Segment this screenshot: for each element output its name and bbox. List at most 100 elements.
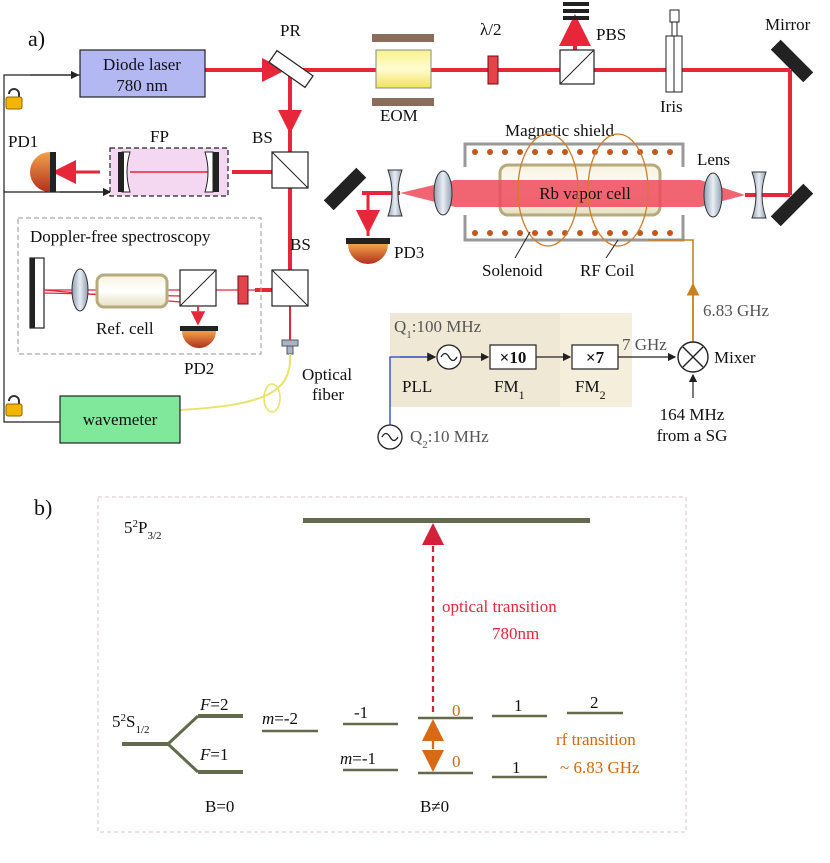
ghz7-label: 7 GHz <box>622 335 667 354</box>
solenoid-pointer <box>514 231 531 259</box>
rf-coil-pointer <box>605 239 619 259</box>
bs2-diagonal <box>271 269 309 307</box>
sg-freq-label: 164 MHz <box>660 405 725 424</box>
bs1-diagonal <box>271 151 309 189</box>
f2-label: F=2 <box>199 695 228 714</box>
doppler-pbs-diagonal <box>179 269 217 307</box>
rf-coil-right <box>587 133 649 247</box>
b-zero-label: B=0 <box>205 797 234 816</box>
rf-freq-label: ~ 6.83 GHz <box>560 758 640 777</box>
optical-fiber <box>179 353 292 411</box>
lens-right-concave <box>751 171 767 219</box>
half-wave-plate <box>487 55 499 85</box>
diode-laser-label: Diode laser <box>103 55 181 74</box>
fp-mirror-right <box>204 151 219 193</box>
pll-label: PLL <box>402 377 432 396</box>
lock-icon <box>5 395 23 417</box>
doppler-lens <box>71 268 89 312</box>
rf-feed-line <box>648 239 694 342</box>
mixer-label: Mixer <box>714 348 756 367</box>
lens-right-convex <box>703 172 723 218</box>
iris-label: Iris <box>660 97 683 116</box>
bs2-label: BS <box>290 235 311 254</box>
upper-1-label: 1 <box>514 696 523 715</box>
beam-dump-icon <box>563 2 589 20</box>
rf-coil-label: RF Coil <box>580 261 635 280</box>
b-nonzero-label: B≠0 <box>420 797 449 816</box>
fiber-coupler-icon <box>281 339 299 355</box>
lens-left-concave <box>387 169 403 217</box>
m-minus2-label: m=-2 <box>262 709 298 728</box>
rf-transition-label: rf transition <box>556 730 636 749</box>
f1-label: F=1 <box>199 745 228 764</box>
q1-label: Q1:100 MHz <box>394 317 482 341</box>
upper-2-label: 2 <box>590 693 599 712</box>
pr-label: PR <box>280 21 301 40</box>
fm2-label: FM2 <box>575 377 606 402</box>
optical-label: Optical <box>302 365 352 384</box>
hyperfine-split-down <box>166 742 200 774</box>
level-diagram-box <box>97 496 687 833</box>
vapor-cell-label: Rb vapor cell <box>539 184 631 203</box>
mirror-label: Mirror <box>765 15 811 34</box>
mirror-left <box>323 167 367 211</box>
mirror-top <box>770 39 814 83</box>
doppler-mirror-back <box>30 258 35 328</box>
fiber-label: fiber <box>312 385 344 404</box>
pd3-label: PD3 <box>394 243 424 262</box>
freq-683-label: 6.83 GHz <box>703 301 770 320</box>
upper-0-label: 0 <box>452 701 461 720</box>
wavemeter-label: wavemeter <box>83 410 158 429</box>
mixer-cross-b <box>682 346 704 368</box>
wavemeter-box <box>59 395 181 444</box>
fp-label: FP <box>150 127 169 146</box>
rf-coil-left <box>517 133 579 247</box>
x7-box <box>571 344 619 370</box>
optical-wavelength-label: 780nm <box>492 624 539 643</box>
p-level-line <box>303 518 590 523</box>
x10-label: ×10 <box>500 348 527 367</box>
pbs-label: PBS <box>596 25 626 44</box>
diode-laser-box <box>79 49 206 98</box>
doppler-box <box>17 217 262 355</box>
pd1-detector <box>30 152 56 192</box>
iris-component <box>665 9 683 93</box>
pbs-diagonal <box>559 49 595 85</box>
p-level-label: 52P3/2 <box>124 518 162 542</box>
doppler-waveplate <box>237 275 249 305</box>
eom-label: EOM <box>380 106 418 125</box>
lower-1-label: 1 <box>512 758 521 777</box>
fp-mirror-left <box>118 151 131 193</box>
magnetic-shield <box>463 142 685 242</box>
diode-wavelength-label: 780 nm <box>116 76 167 95</box>
sg-from-label: from a SG <box>657 426 728 445</box>
lock-icon <box>5 88 23 110</box>
solenoid-coil <box>472 149 673 236</box>
upper-minus1-label: -1 <box>354 703 368 722</box>
ref-cell <box>95 273 169 309</box>
sine-wave-icon <box>440 352 458 362</box>
doppler-label: Doppler-free spectroscopy <box>30 227 211 246</box>
half-wave-label: λ/2 <box>480 20 501 39</box>
ref-cell-label: Ref. cell <box>96 319 154 338</box>
lower-0-label: 0 <box>452 752 461 771</box>
pd2-detector <box>180 326 218 348</box>
s-level-label: 52S1/2 <box>112 712 150 736</box>
solenoid-label: Solenoid <box>482 261 543 280</box>
panel-a-label: a) <box>28 26 45 51</box>
optical-transition-label: optical transition <box>442 597 557 616</box>
expanded-beam <box>455 180 745 207</box>
x7-label: ×7 <box>586 348 605 367</box>
panel-b-label: b) <box>34 495 52 520</box>
bs1-label: BS <box>252 128 273 147</box>
eom-component <box>372 34 434 106</box>
fiber-loop <box>263 383 281 413</box>
mirror-bottom <box>770 183 814 227</box>
pd2-label: PD2 <box>184 359 214 378</box>
lock-feedback-lines <box>3 74 110 423</box>
fm1-label: FM1 <box>494 377 525 402</box>
pd1-label: PD1 <box>8 132 38 151</box>
lens-left-convex <box>433 170 453 216</box>
